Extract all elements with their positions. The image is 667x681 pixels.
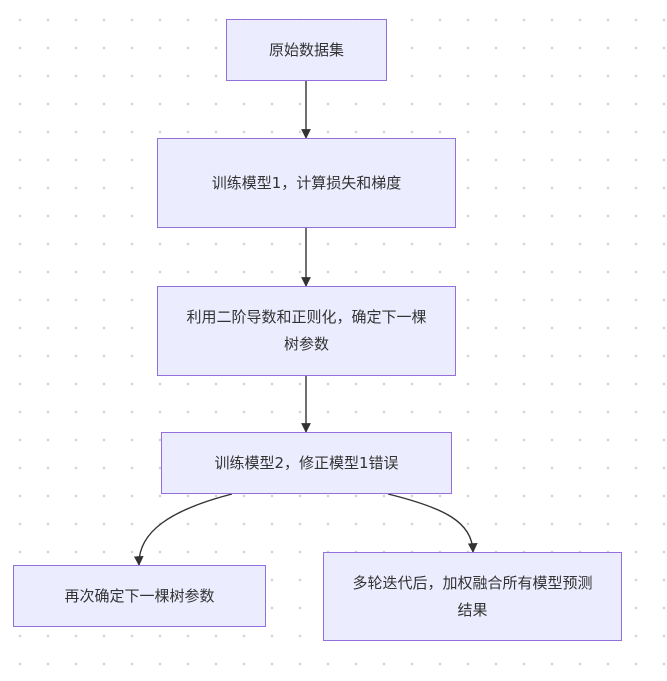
node-raw-dataset: 原始数据集 <box>226 19 387 81</box>
node-second-derivative-regularization-label: 利用二阶导数和正则化，确定下一棵树参数 <box>186 308 427 353</box>
node-train-model-1-label: 训练模型1，计算损失和梯度 <box>211 173 402 192</box>
node-second-derivative-regularization: 利用二阶导数和正则化，确定下一棵树参数 <box>157 286 456 376</box>
node-train-model-1: 训练模型1，计算损失和梯度 <box>157 138 456 228</box>
node-train-model-2: 训练模型2，修正模型1错误 <box>161 432 452 494</box>
node-determine-next-tree: 再次确定下一棵树参数 <box>13 565 266 627</box>
edge-n4-n6 <box>387 493 478 553</box>
node-determine-next-tree-label: 再次确定下一棵树参数 <box>64 586 215 605</box>
node-train-model-2-label: 训练模型2，修正模型1错误 <box>214 453 399 472</box>
node-weighted-fusion-label: 多轮迭代后，加权融合所有模型预测结果 <box>352 573 593 619</box>
node-raw-dataset-label: 原始数据集 <box>268 40 344 59</box>
edge-n4-n5 <box>133 493 233 566</box>
node-weighted-fusion: 多轮迭代后，加权融合所有模型预测结果 <box>323 552 622 641</box>
